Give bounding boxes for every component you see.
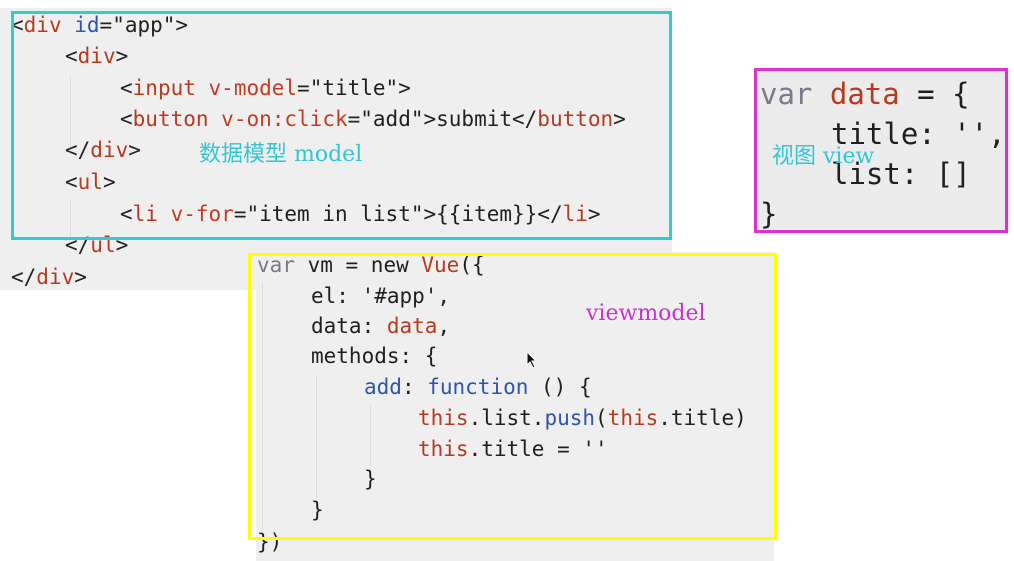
vm-code-line-3: data: data, bbox=[311, 314, 451, 338]
vm-code-line-5: add: function () { bbox=[364, 375, 592, 399]
vm-code-line-9: } bbox=[311, 498, 324, 522]
viewmodel-annotation: viewmodel bbox=[586, 301, 706, 326]
html-code-line-5: </div> bbox=[65, 138, 141, 162]
vm-code-line-8: } bbox=[364, 467, 377, 491]
vm-code-line-2: el: '#app', bbox=[311, 284, 451, 308]
data-code-line-2: title: '', bbox=[831, 117, 1006, 151]
html-code-line-9: </div> bbox=[11, 265, 87, 289]
vm-code-line-10: }) bbox=[257, 530, 283, 554]
vm-code-line-1: var vm = new Vue({ bbox=[257, 253, 485, 277]
html-code-line-7: <li v-for="item in list">{{item}}</li> bbox=[120, 202, 601, 226]
viewmodel-highlight-box bbox=[248, 253, 777, 540]
data-code-line-3: list: [] bbox=[831, 157, 971, 191]
indent-guide bbox=[70, 76, 71, 146]
html-code-line-6: <ul> bbox=[65, 170, 116, 194]
model-annotation: 数据模型 model bbox=[199, 142, 363, 167]
html-code-line-1: <div id="app"> bbox=[11, 13, 189, 37]
model-highlight-box bbox=[11, 11, 672, 240]
vm-code-line-7: this.title = '' bbox=[418, 437, 608, 461]
view-annotation: 视图 view bbox=[772, 144, 875, 169]
html-code-panel bbox=[0, 8, 672, 290]
indent-guide bbox=[262, 283, 263, 531]
view-highlight-box bbox=[754, 68, 1008, 233]
html-code-line-2: <div> bbox=[65, 44, 129, 68]
data-code-panel bbox=[756, 70, 1010, 230]
html-code-line-3: <input v-model="title"> bbox=[120, 76, 411, 100]
data-code-line-4: } bbox=[760, 197, 778, 231]
data-code-line-1: var data = { bbox=[760, 77, 970, 111]
indent-guide bbox=[70, 200, 71, 240]
vm-code-line-6: this.list.push(this.title) bbox=[418, 406, 747, 430]
indent-guide bbox=[316, 375, 317, 499]
vm-code-line-4: methods: { bbox=[311, 344, 438, 368]
vm-code-panel bbox=[256, 252, 774, 561]
indent-guide bbox=[370, 405, 371, 467]
html-code-line-4: <button v-on:click="add">submit</button> bbox=[120, 107, 626, 131]
mouse-cursor-icon bbox=[526, 351, 538, 369]
